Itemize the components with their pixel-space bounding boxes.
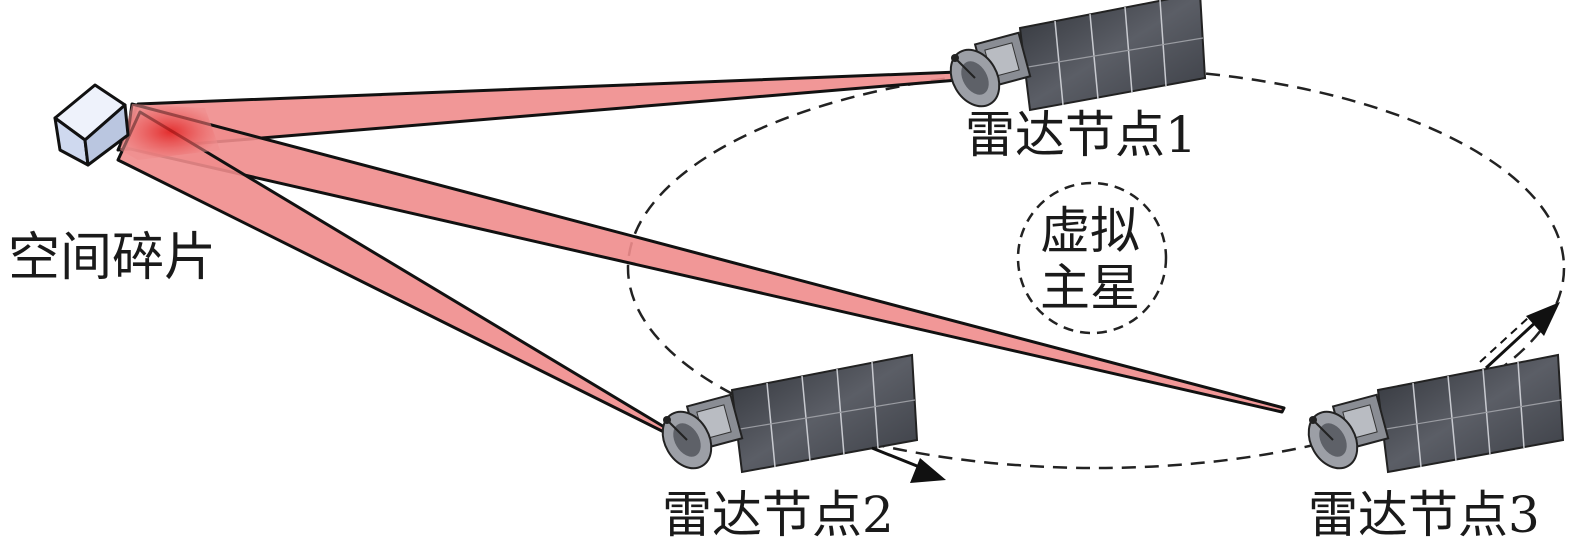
- satellite-icon: [939, 0, 1206, 116]
- satellite-icon: [651, 354, 918, 478]
- direction-arrow-icon: [871, 446, 946, 483]
- virtual-master-circle: [1016, 181, 1168, 335]
- direction-arrow-icon: [1479, 302, 1560, 370]
- node2-label: 雷达节点2: [662, 486, 894, 544]
- radar-beams: [116, 70, 1286, 438]
- beam-overlap: [120, 104, 220, 160]
- debris-cube-icon: [53, 83, 130, 167]
- node3-label: 雷达节点3: [1308, 486, 1540, 544]
- virtual-master-label-line1: 虚拟: [1040, 202, 1140, 260]
- debris-label: 空间碎片: [8, 228, 216, 288]
- virtual-master-label-line2: 主星: [1040, 259, 1140, 317]
- node1-label: 雷达节点1: [965, 106, 1197, 164]
- satellite-icon: [1297, 354, 1564, 478]
